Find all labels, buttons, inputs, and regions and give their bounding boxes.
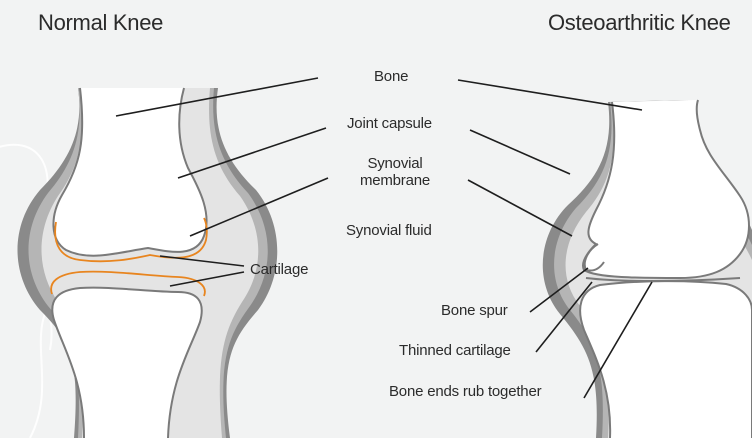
label-synovial-membrane-line1: Synovial <box>350 155 440 172</box>
normal-knee <box>18 88 278 438</box>
label-bone: Bone <box>374 68 408 85</box>
label-synovial-fluid: Synovial fluid <box>346 222 432 239</box>
label-cartilage: Cartilage <box>250 261 308 278</box>
leader-membrane-right <box>468 180 572 236</box>
label-synovial-membrane-line2: membrane <box>350 172 440 189</box>
label-bone-spur: Bone spur <box>441 302 508 319</box>
title-normal-knee: Normal Knee <box>38 10 163 35</box>
label-thinned-cartilage: Thinned cartilage <box>399 342 511 359</box>
osteo-femur <box>583 100 749 278</box>
label-synovial-membrane: Synovial membrane <box>350 155 440 190</box>
osteo-knee <box>543 100 752 438</box>
leader-capsule-right <box>470 130 570 174</box>
label-bone-ends-rub-together: Bone ends rub together <box>389 383 541 400</box>
title-osteoarthritic-knee: Osteoarthritic Knee <box>548 10 731 35</box>
leader-bone-right <box>458 80 642 110</box>
label-joint-capsule: Joint capsule <box>347 115 432 132</box>
